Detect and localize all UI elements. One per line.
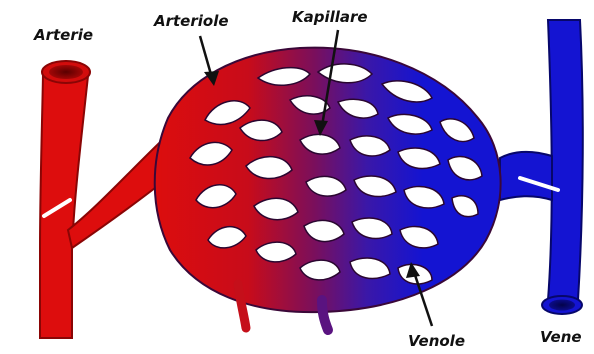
label-artery: Arterie (33, 26, 93, 44)
label-vein: Vene (540, 328, 582, 346)
label-capillary: Kapillare (292, 8, 368, 26)
label-venule: Venole (408, 332, 465, 350)
vein-vessel (500, 20, 583, 314)
label-arteriole: Arteriole (153, 12, 229, 30)
